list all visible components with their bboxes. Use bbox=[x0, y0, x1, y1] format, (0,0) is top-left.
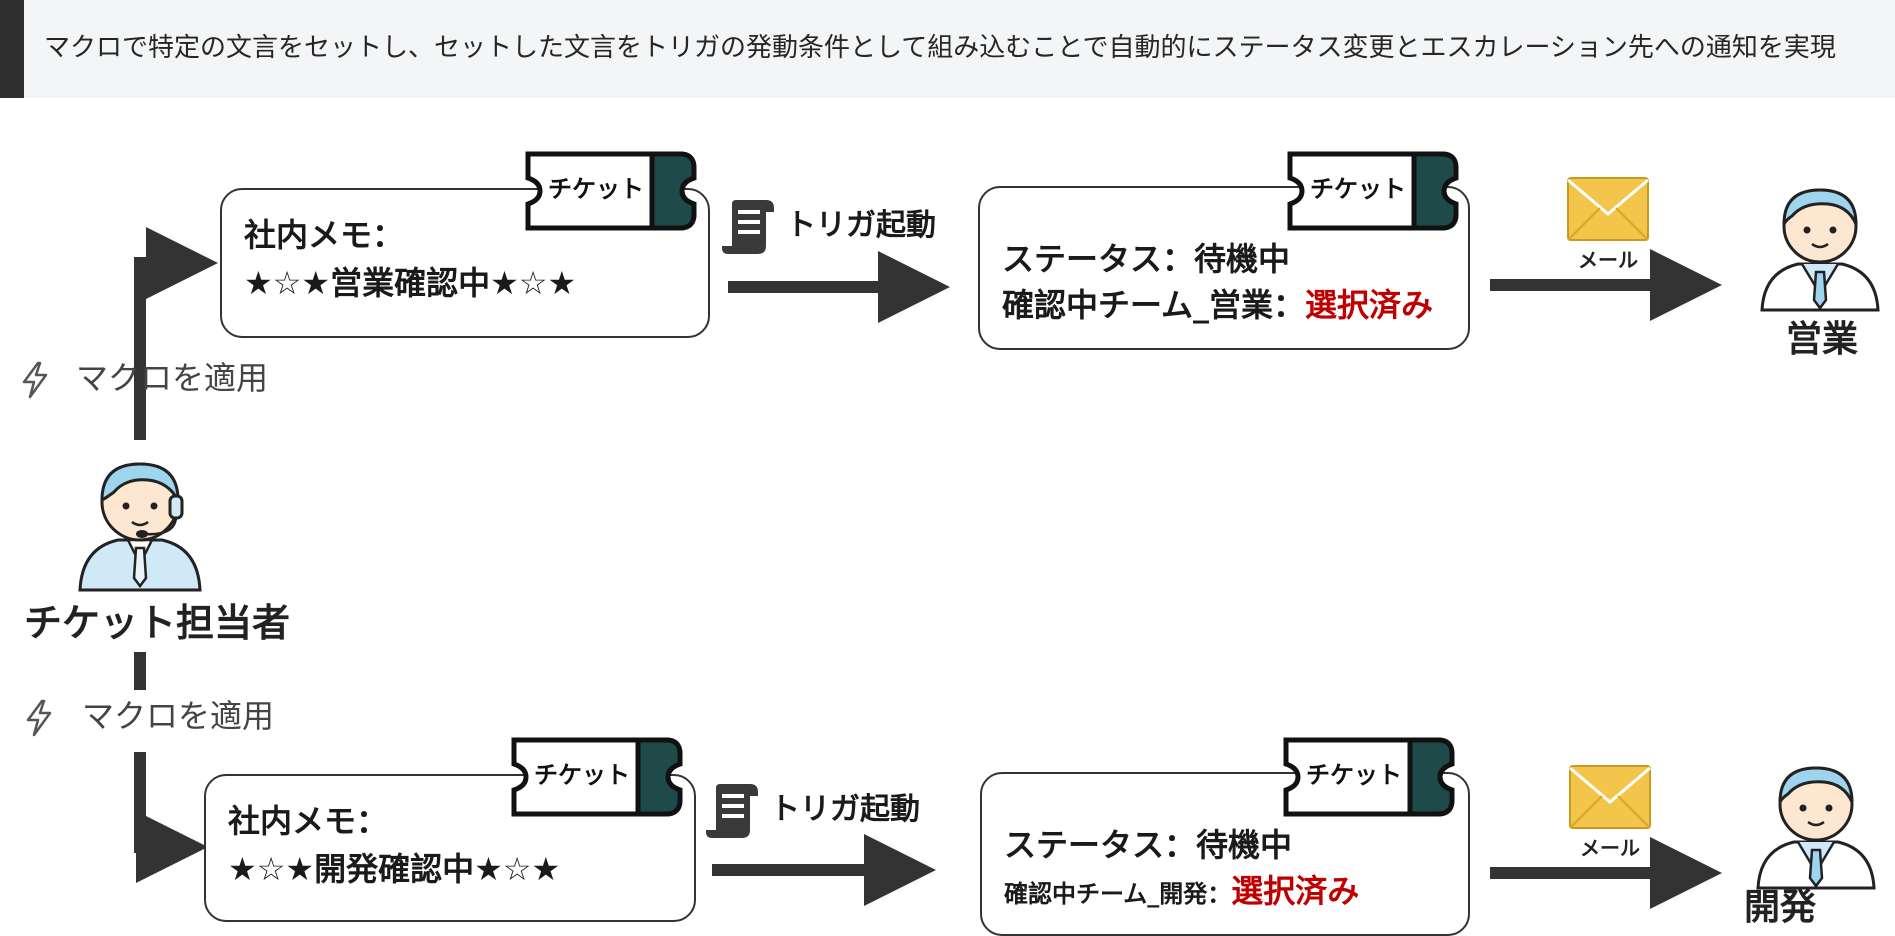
selected-value: 選択済み bbox=[1305, 286, 1434, 324]
memo-label: 社内メモ： bbox=[244, 216, 405, 254]
person-icon bbox=[1760, 188, 1880, 312]
envelope-icon bbox=[1569, 765, 1651, 829]
ticket-label: チケット bbox=[1306, 761, 1402, 789]
memo-text: ★☆★開発確認中★☆★ bbox=[228, 850, 561, 888]
ticket-icon bbox=[511, 737, 683, 817]
lightning-icon bbox=[22, 361, 48, 399]
trigger-label: トリガ起動 bbox=[786, 208, 936, 243]
agent-to-memo-upper-elbow bbox=[134, 227, 218, 360]
macro-label-upper: マクロを適用 bbox=[76, 359, 269, 397]
envelope-icon bbox=[1567, 177, 1649, 241]
selected-value: 選択済み bbox=[1231, 872, 1360, 910]
status-line: ステータス：待機中 bbox=[1002, 240, 1291, 278]
mail-label: メール bbox=[1580, 836, 1640, 860]
lightning-icon bbox=[26, 699, 52, 737]
header-banner: マクロで特定の文言をセットし、セットした文言をトリガの発動条件として組み込むこと… bbox=[0, 0, 1895, 98]
team-field-label: 確認中チーム_営業： bbox=[1002, 286, 1306, 324]
ticket-label: チケット bbox=[534, 761, 630, 789]
recipient-label: 開発 bbox=[1744, 887, 1817, 928]
agent-headset-icon bbox=[78, 462, 202, 592]
ticket-label: チケット bbox=[1310, 175, 1406, 203]
banner-text: マクロで特定の文言をセットし、セットした文言をトリガの発動条件として組み込むこと… bbox=[44, 33, 1836, 63]
team-field-label: 確認中チーム_開発： bbox=[1004, 880, 1232, 908]
team-line: 確認中チーム_営業：選択済み bbox=[1002, 284, 1433, 326]
ticket-icon bbox=[525, 151, 697, 231]
ticket-icon bbox=[1283, 737, 1455, 817]
banner-accent-bar bbox=[0, 0, 24, 98]
recipient-label: 営業 bbox=[1786, 319, 1859, 360]
memo-text: ★☆★営業確認中★☆★ bbox=[244, 264, 577, 302]
ticket-label: チケット bbox=[548, 175, 644, 203]
mail-label: メール bbox=[1578, 248, 1638, 272]
agent-label: チケット担当者 bbox=[24, 601, 291, 645]
agent-to-memo-lower-elbow bbox=[134, 752, 208, 883]
team-line: 確認中チーム_開発：選択済み bbox=[1004, 870, 1359, 915]
script-scroll-icon bbox=[706, 784, 758, 838]
person-icon bbox=[1756, 766, 1876, 890]
script-scroll-icon bbox=[722, 200, 774, 254]
ticket-icon bbox=[1287, 151, 1459, 231]
status-line: ステータス：待機中 bbox=[1004, 826, 1293, 864]
macro-label-lower: マクロを適用 bbox=[82, 697, 275, 735]
memo-label: 社内メモ： bbox=[228, 802, 389, 840]
trigger-label: トリガ起動 bbox=[770, 792, 920, 827]
